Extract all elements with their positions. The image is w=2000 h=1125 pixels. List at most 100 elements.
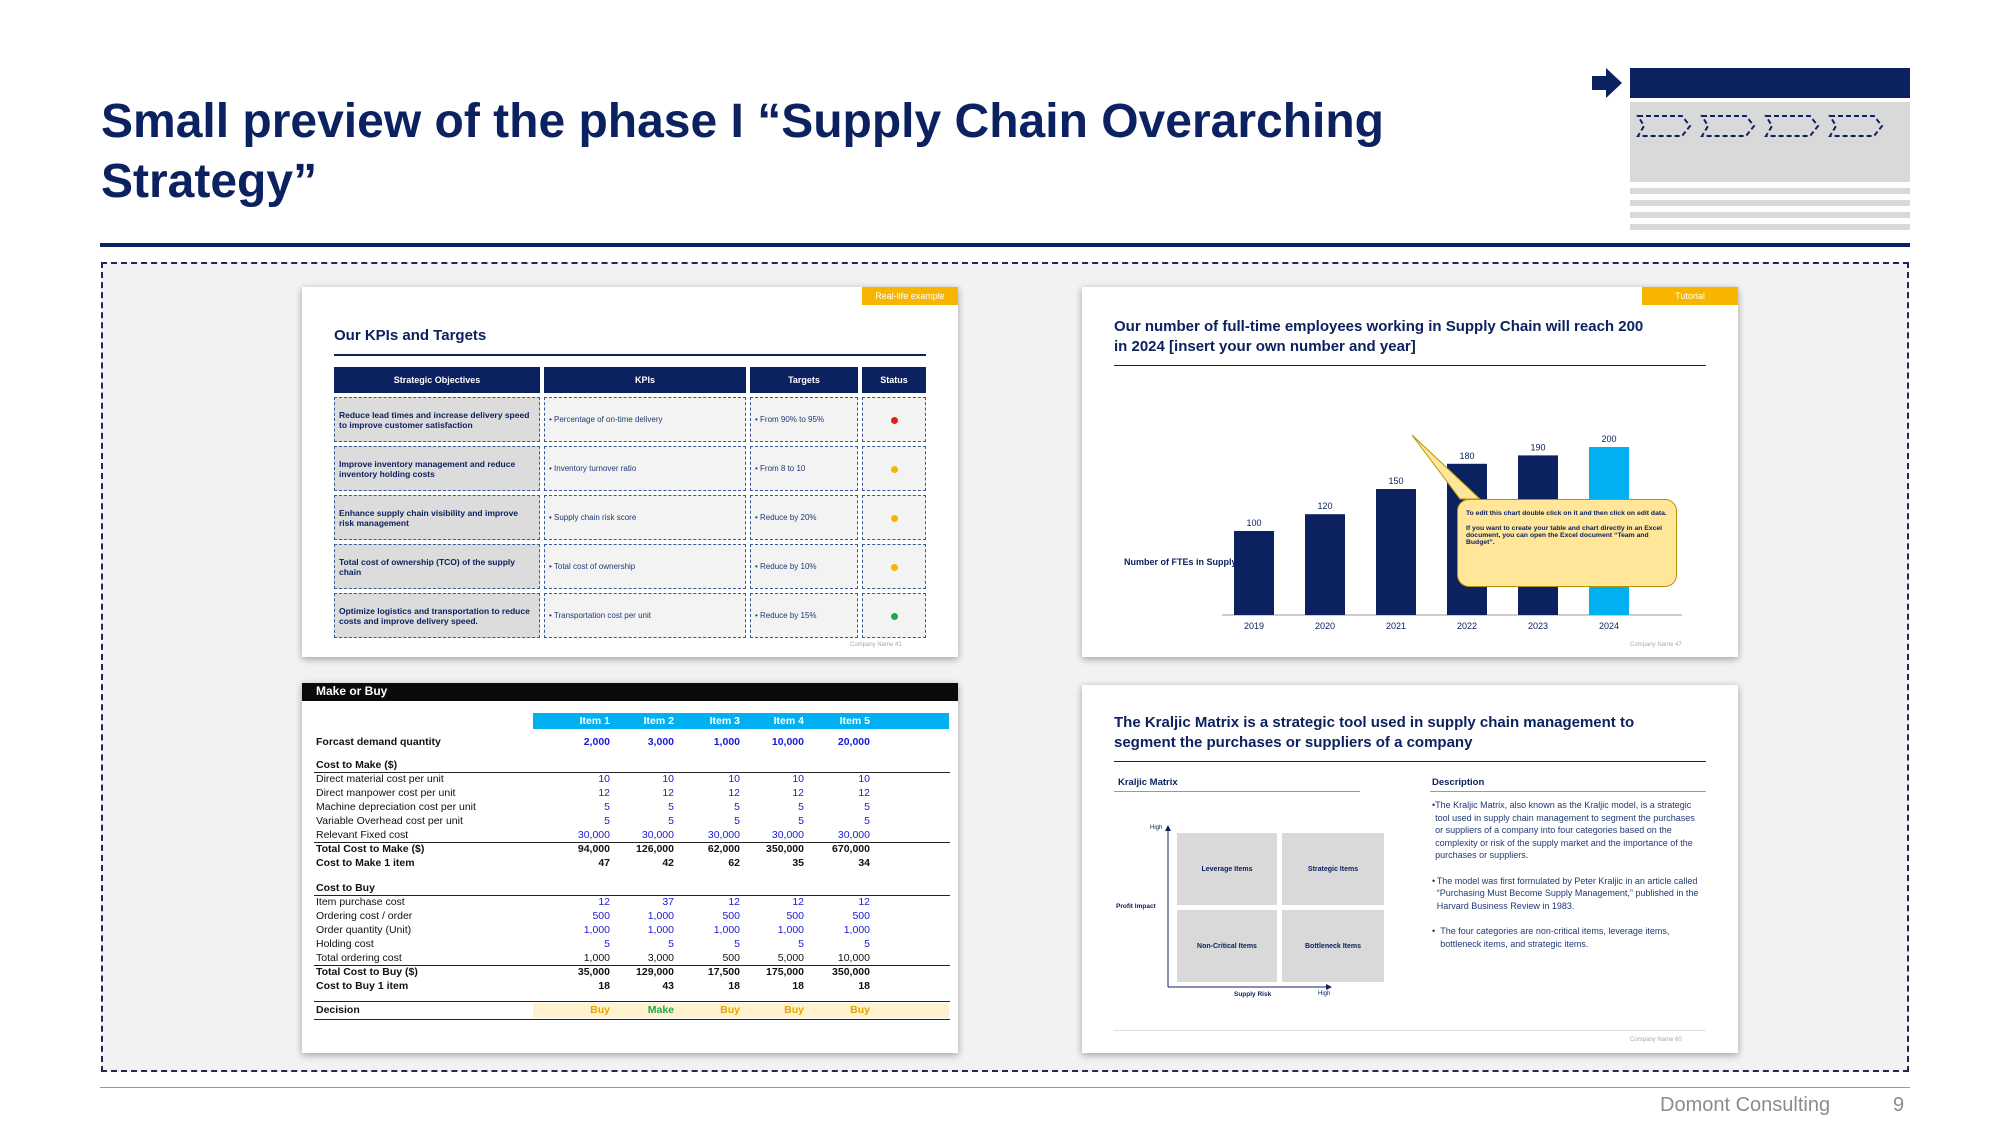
chart-data-label: 200: [1601, 434, 1616, 444]
row-value: 1,000: [843, 924, 870, 936]
edit-chart-callout: To edit this chart double click on it an…: [1457, 499, 1677, 587]
slide-kpi-title: Our KPIs and Targets: [334, 327, 487, 344]
row-value: 18: [858, 980, 870, 992]
arrow-right-icon: [1592, 68, 1622, 98]
kpi-kpi-cell: • Total cost of ownership: [544, 544, 746, 589]
chart-data-label: 120: [1317, 501, 1332, 511]
chart-bar-2021: [1376, 489, 1416, 615]
make-buy-item-header: [533, 713, 949, 729]
row-value: 10: [728, 773, 740, 785]
kpi-kpi-cell: • Supply chain risk score: [544, 495, 746, 540]
row-value: 18: [598, 980, 610, 992]
kraljic-matrix-label: Kraljic Matrix: [1118, 777, 1178, 788]
row-value: 30,000: [577, 829, 610, 841]
kpi-kpi-cell: • Percentage of on-time delivery: [544, 397, 746, 442]
row-label: Cost to Buy 1 item: [316, 980, 409, 992]
description-label: Description: [1432, 777, 1485, 788]
page-title-line2: Strategy”: [101, 155, 318, 208]
decision-value: Buy: [590, 1004, 610, 1016]
chart-bar-2019: [1234, 531, 1274, 615]
row-value: 3,000: [647, 952, 674, 964]
row-label: Total ordering cost: [316, 952, 402, 964]
chart-data-label: 100: [1246, 518, 1261, 528]
slide-kpi-thumbnail[interactable]: Real-life example Our KPIs and Targets S…: [302, 287, 958, 657]
row-value: 670,000: [832, 843, 870, 855]
row-value: 1,000: [713, 736, 740, 748]
chart-category-label: 2023: [1528, 621, 1548, 631]
row-value: 5: [604, 801, 610, 813]
callout-pointer: [1411, 434, 1482, 500]
make-buy-title-bar: Make or Buy: [302, 683, 958, 701]
row-value: 30,000: [641, 829, 674, 841]
status-dot-icon: [891, 466, 898, 473]
row-value: 5: [864, 801, 870, 813]
kpi-status-cell: [862, 446, 926, 491]
quadrant-bottleneck: Bottleneck Items: [1282, 910, 1384, 982]
description-bullet: The Kraljic Matrix, also known as the Kr…: [1435, 800, 1695, 860]
chart-category-label: 2022: [1457, 621, 1477, 631]
row-value: 30,000: [771, 829, 804, 841]
row-value: 10: [598, 773, 610, 785]
row-value: 10: [858, 773, 870, 785]
title-rule: [100, 243, 1910, 247]
row-value: 5: [734, 801, 740, 813]
slide-kraljic-title-line2: segment the purchases or suppliers of a …: [1114, 734, 1473, 751]
row-label: Total Cost to Make ($): [316, 843, 425, 855]
row-value: 47: [598, 857, 610, 869]
row-label: Total Cost to Buy ($): [316, 966, 418, 978]
row-label: Decision: [316, 1004, 360, 1016]
row-value: 18: [792, 980, 804, 992]
status-dot-icon: [891, 613, 898, 620]
row-value: 1,000: [647, 910, 674, 922]
chart-data-label: 190: [1530, 442, 1545, 452]
row-value: 10: [662, 773, 674, 785]
chart-category-label: 2021: [1386, 621, 1406, 631]
row-label: Item purchase cost: [316, 896, 405, 908]
row-label: Direct material cost per unit: [316, 773, 444, 785]
kpi-objective-cell: Optimize logistics and transportation to…: [334, 593, 540, 638]
row-value: 42: [662, 857, 674, 869]
row-label: Direct manpower cost per unit: [316, 787, 456, 799]
row-value: 1,000: [583, 924, 610, 936]
slide-kraljic-thumbnail[interactable]: The Kraljic Matrix is a strategic tool u…: [1082, 685, 1738, 1053]
quadrant-strategic: Strategic Items: [1282, 833, 1384, 905]
row-value: 500: [852, 910, 870, 922]
footer-company: Domont Consulting: [1660, 1094, 1831, 1116]
y-axis-high: High: [1150, 825, 1163, 831]
row-value: 10,000: [837, 952, 870, 964]
row-value: 5: [604, 938, 610, 950]
row-label: Holding cost: [316, 938, 374, 950]
row-value: 12: [858, 896, 870, 908]
row-label: Cost to Make ($): [316, 759, 398, 771]
row-label: Variable Overhead cost per unit: [316, 815, 463, 827]
chart-category-label: 2020: [1315, 621, 1335, 631]
slide-chart-thumbnail[interactable]: Tutorial Our number of full-time employe…: [1082, 287, 1738, 657]
slide-chart-title: Our number of full-time employees workin…: [1114, 317, 1643, 357]
kraljic-axes: [1165, 825, 1332, 990]
kpi-kpi-cell: • Inventory turnover ratio: [544, 446, 746, 491]
slide-chart-title-line2: in 2024 [insert your own number and year…: [1114, 338, 1416, 355]
chart-category-label: 2019: [1244, 621, 1264, 631]
kpi-status-cell: [862, 544, 926, 589]
row-value: 350,000: [832, 966, 870, 978]
row-value: 175,000: [766, 966, 804, 978]
kpi-target-cell: • Reduce by 20%: [750, 495, 858, 540]
row-value: 500: [592, 910, 610, 922]
item-column-header: Item 4: [773, 715, 804, 727]
kpi-target-cell: • Reduce by 10%: [750, 544, 858, 589]
kpi-objective-cell: Improve inventory management and reduce …: [334, 446, 540, 491]
kpi-target-cell: • From 90% to 95%: [750, 397, 858, 442]
row-value: 62,000: [707, 843, 740, 855]
row-label: Cost to Make 1 item: [316, 857, 415, 869]
real-life-example-tag: Real-life example: [862, 287, 958, 305]
